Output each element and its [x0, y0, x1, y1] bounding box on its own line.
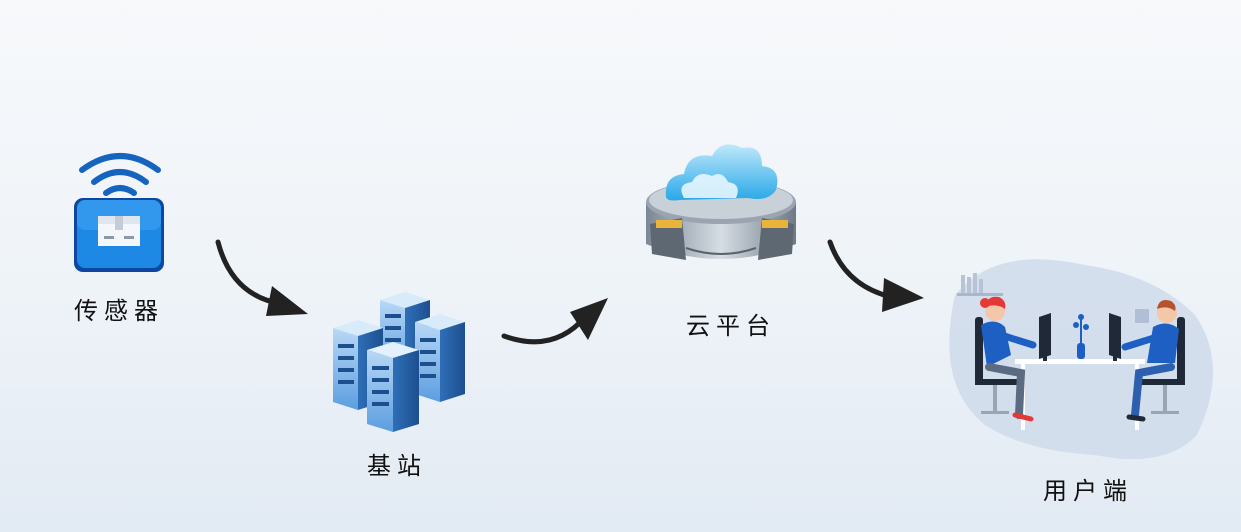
cloud-node: 云平台 — [636, 132, 806, 342]
users-at-desk-icon — [949, 259, 1214, 460]
server-rack-icon — [333, 292, 465, 432]
cloud-storage-icon — [646, 144, 796, 260]
arrow-sensor-to-base — [215, 239, 308, 316]
cloud-label: 云平台 — [686, 312, 776, 340]
base-station-node: 基站 — [325, 290, 475, 480]
user-node: 用户端 — [935, 255, 1225, 505]
wifi-sensor-icon — [74, 153, 164, 272]
arrow-cloud-to-user — [827, 239, 924, 312]
arrow-base-to-cloud — [501, 298, 608, 345]
sensor-node: 传感器 — [60, 150, 180, 330]
base-station-label: 基站 — [367, 452, 427, 480]
sensor-label: 传感器 — [74, 297, 164, 325]
user-label: 用户端 — [1043, 477, 1133, 505]
